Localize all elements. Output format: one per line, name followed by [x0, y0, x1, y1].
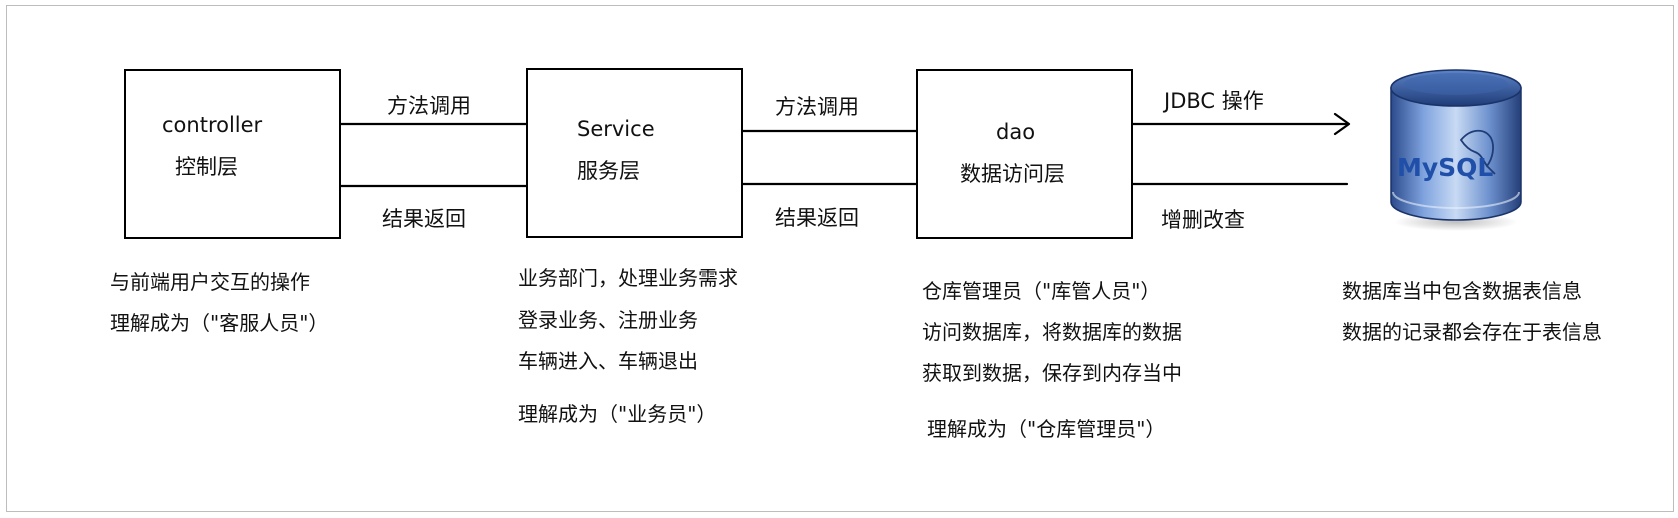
database-note-line-2: 数据的记录都会存在于表信息: [1342, 320, 1602, 344]
dao-note-line-3: 获取到数据，保存到内存当中: [922, 361, 1182, 385]
dao-note-line-4: 理解成为（"仓库管理员"）: [927, 417, 1166, 441]
diagram-frame: [6, 5, 1674, 512]
controller-note-line-1: 与前端用户交互的操作: [110, 270, 310, 294]
edge-label-dao-to-service: 结果返回: [775, 206, 859, 230]
dao-note-line-1: 仓库管理员（"库管人员"）: [922, 279, 1161, 303]
dao-layer-box: [916, 69, 1133, 239]
edge-label-dao-to-database: JDBC 操作: [1164, 89, 1264, 113]
mysql-database-icon: MySQL: [1383, 62, 1529, 234]
controller-name: controller: [162, 113, 263, 137]
controller-desc: 控制层: [175, 155, 238, 179]
service-note-line-1: 业务部门，处理业务需求: [518, 266, 738, 290]
controller-note-line-2: 理解成为（"客服人员"）: [110, 311, 329, 335]
edge-label-controller-to-service: 方法调用: [387, 94, 471, 118]
dao-desc: 数据访问层: [960, 162, 1065, 186]
edge-label-service-to-controller: 结果返回: [382, 207, 466, 231]
controller-layer-box: [124, 69, 341, 239]
mysql-logo-text: MySQL: [1397, 153, 1493, 182]
service-layer-box: [526, 68, 743, 238]
service-note-line-4: 理解成为（"业务员"）: [518, 402, 717, 426]
service-note-line-2: 登录业务、注册业务: [518, 308, 698, 332]
dao-name: dao: [996, 120, 1036, 144]
service-note-line-3: 车辆进入、车辆退出: [518, 349, 698, 373]
dao-note-line-2: 访问数据库，将数据库的数据: [922, 320, 1182, 344]
service-desc: 服务层: [577, 159, 640, 183]
database-note-line-1: 数据库当中包含数据表信息: [1342, 279, 1582, 303]
edge-label-service-to-dao: 方法调用: [775, 95, 859, 119]
service-name: Service: [577, 117, 655, 141]
edge-label-database-to-dao: 增删改查: [1161, 208, 1245, 232]
